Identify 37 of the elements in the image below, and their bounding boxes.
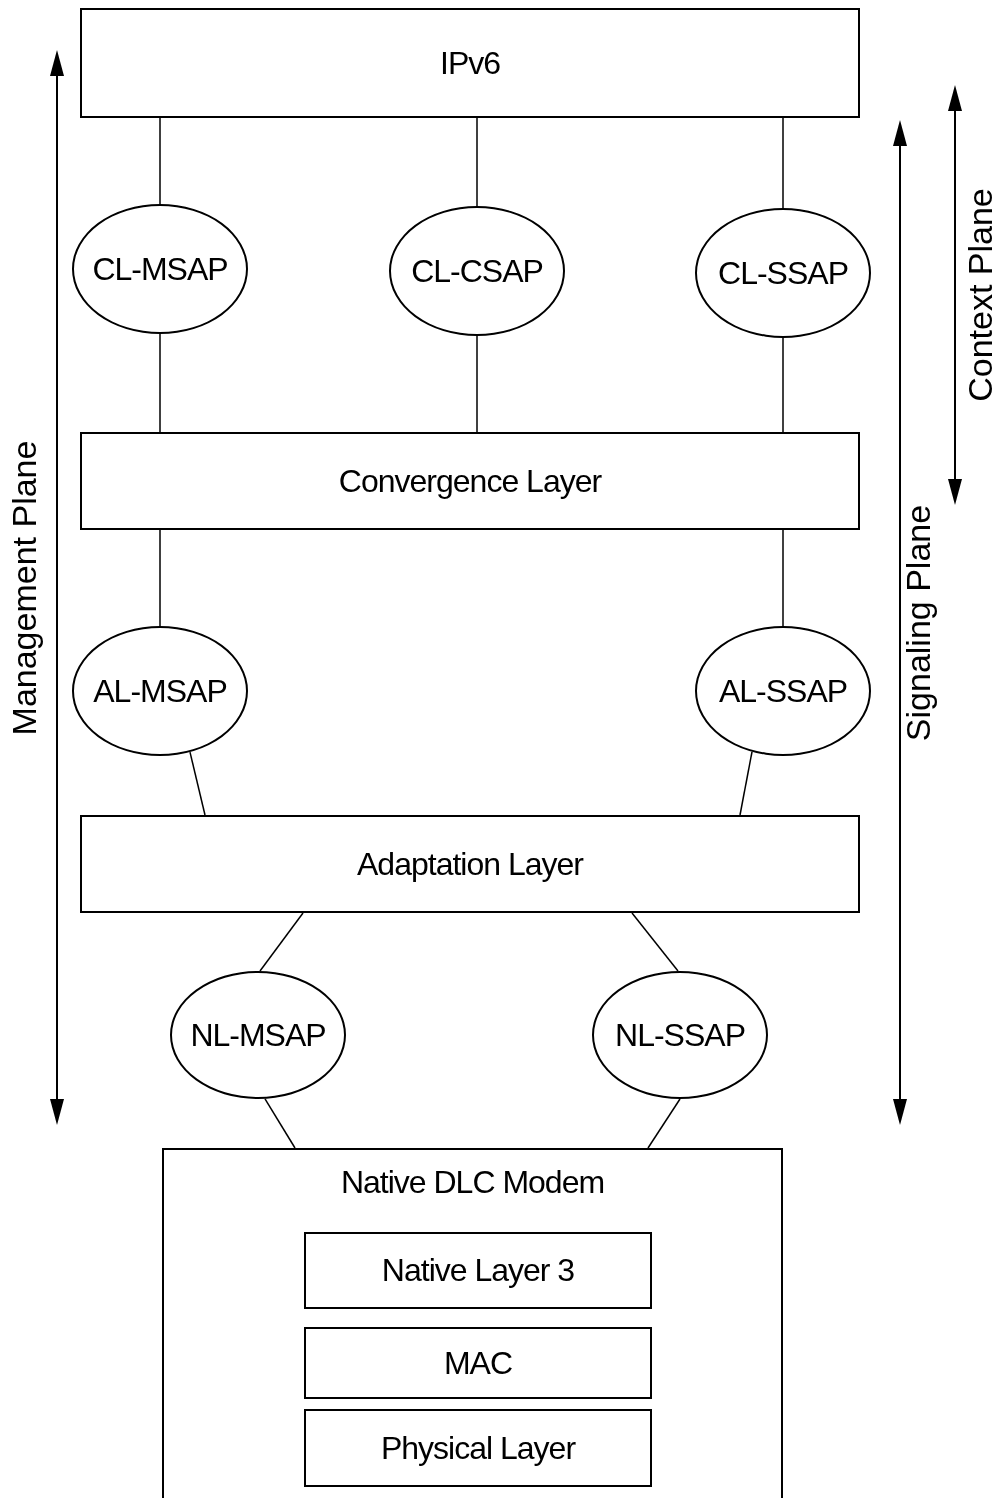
- connector-line: [782, 337, 784, 433]
- plane-label: Context Plane: [962, 188, 997, 402]
- layer-box: [80, 815, 860, 913]
- layer-box: [162, 1148, 783, 1498]
- connector-line: [476, 117, 478, 207]
- layer-label: CL-SSAP: [718, 254, 848, 292]
- layer-box: [80, 432, 860, 530]
- layer-label: CL-CSAP: [411, 252, 543, 290]
- layer-label: Convergence Layer: [338, 462, 602, 500]
- layer-label: NL-SSAP: [615, 1016, 745, 1054]
- connector-line: [782, 529, 784, 627]
- connector-line: [159, 117, 161, 205]
- layer-label: Physical Layer: [380, 1429, 576, 1467]
- layer-label: MAC: [443, 1344, 513, 1382]
- connector-line: [159, 529, 161, 627]
- plane-label: Signaling Plane: [901, 504, 936, 741]
- layer-box: [304, 1327, 652, 1399]
- connector-line: [631, 912, 679, 972]
- layer-box: [304, 1232, 652, 1309]
- connector-line: [476, 335, 478, 433]
- layer-box: [80, 8, 860, 118]
- connector-line: [647, 1098, 681, 1149]
- layer-label: CL-MSAP: [92, 250, 228, 288]
- layer-label: AL-MSAP: [93, 672, 227, 710]
- connector-line: [782, 117, 784, 209]
- connector-line: [159, 333, 161, 433]
- layer-label: Native DLC Modem: [340, 1164, 605, 1201]
- layer-label: AL-SSAP: [718, 672, 848, 710]
- layer-label: Adaptation Layer: [357, 845, 583, 883]
- connector-line: [739, 751, 753, 816]
- connector-line: [259, 912, 304, 972]
- plane-label: Management Plane: [6, 440, 41, 735]
- layer-label: Native Layer 3: [381, 1252, 575, 1289]
- layer-label: IPv6: [440, 44, 500, 82]
- layer-box: [304, 1409, 652, 1487]
- layer-label: NL-MSAP: [190, 1016, 326, 1054]
- connector-line: [264, 1098, 296, 1149]
